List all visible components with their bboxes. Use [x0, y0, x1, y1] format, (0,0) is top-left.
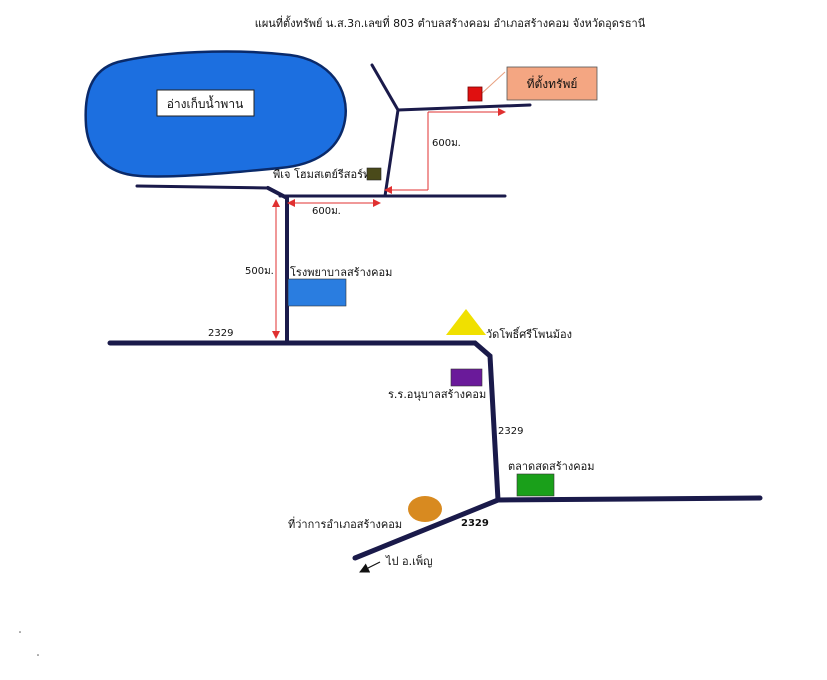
- distance-markers: [272, 71, 506, 339]
- distance-east-600: 600ม.: [312, 206, 341, 217]
- direction-arrow: [359, 561, 381, 573]
- temple-label: วัดโพธิ์ศรีโพนม้อง: [486, 326, 572, 341]
- temple-marker: [446, 309, 486, 335]
- map-title: แผนที่ตั้งทรัพย์ น.ส.3ก.เลขที่ 803 ตำบลส…: [255, 15, 646, 30]
- road-label-south-segment: 2329: [498, 426, 523, 437]
- road-middle-west: [135, 184, 270, 190]
- distance-north-600: 600ม.: [432, 138, 461, 149]
- road-north-nw: [370, 63, 400, 112]
- property-label: ที่ตั้งทรัพย์: [527, 75, 578, 91]
- road-2329-east: [495, 495, 763, 503]
- kindergarten-marker: [450, 368, 483, 387]
- property-leader-line: [479, 71, 506, 96]
- hospital-label: โรงพยาบาลสร้างคอม: [290, 265, 392, 279]
- market-label: ตลาดสดสร้างคอม: [508, 460, 594, 473]
- market-marker: [516, 473, 555, 497]
- road-label-junction: 2329: [461, 518, 489, 529]
- road-north-east: [396, 103, 532, 112]
- distance-south-500: 500ม.: [245, 266, 274, 277]
- road-north-south: [383, 108, 400, 198]
- property-marker: [467, 86, 483, 102]
- reservoir-label: อ่างเก็บน้ำพาน: [167, 95, 244, 111]
- property-label-box: [506, 66, 598, 101]
- road-2329-main: [107, 340, 501, 503]
- direction-label: ไป อ.เพ็ญ: [385, 554, 433, 568]
- kindergarten-label: ร.ร.อนุบาลสร้างคอม: [388, 388, 486, 401]
- road-connector: [266, 186, 289, 345]
- resort-marker: [366, 167, 382, 181]
- district-office-marker: [408, 496, 442, 522]
- scan-speck: [37, 654, 39, 656]
- scan-speck: [19, 631, 21, 633]
- reservoir-label-box: [156, 89, 255, 117]
- hospital-marker: [287, 278, 347, 307]
- resort-label: พีเจ โฮมสเตย์รีสอร์ท: [273, 167, 370, 181]
- road-2329-southwest: [352, 497, 501, 561]
- district-office-label: ที่ว่าการอำเภอสร้างคอม: [288, 516, 402, 531]
- road-label-main-west: 2329: [208, 328, 233, 339]
- road-network: [107, 63, 763, 561]
